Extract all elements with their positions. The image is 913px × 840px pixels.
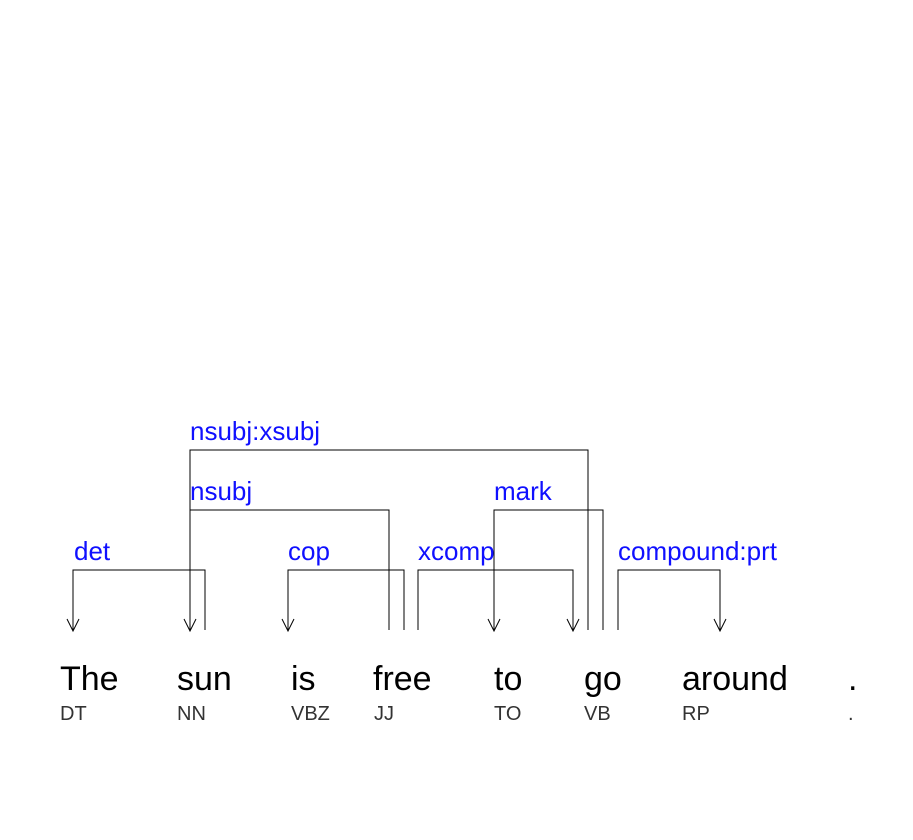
label-nsubj: nsubj [190, 476, 252, 506]
token-tag: . [848, 703, 854, 725]
token-tag: JJ [374, 703, 394, 725]
token-word: free [373, 660, 432, 698]
token-tag: VB [584, 703, 611, 725]
token-tag: VBZ [291, 703, 330, 725]
token-tag: DT [60, 703, 87, 725]
arrowhead-cop [281, 618, 295, 633]
arc-cop [287, 569, 405, 630]
arc-nsubj [189, 509, 390, 630]
token-word: go [584, 660, 622, 698]
arc-nsubj-xsubj [189, 449, 589, 630]
arrowhead-compound-prt [713, 618, 727, 633]
arrowhead-nsubj [183, 618, 197, 633]
dependency-arcs [66, 449, 727, 633]
label-det: det [74, 536, 111, 566]
token-tag: NN [177, 703, 206, 725]
token-word: . [848, 660, 857, 698]
arrowhead-mark [487, 618, 501, 633]
label-nsubj-xsubj: nsubj:xsubj [190, 416, 320, 446]
arc-det [72, 569, 206, 630]
token-word: is [291, 660, 316, 698]
token-word: sun [177, 660, 232, 698]
dependency-labels: det cop xcomp compound:prt nsubj mark ns… [74, 416, 778, 566]
token-word: to [494, 660, 522, 698]
label-compound-prt: compound:prt [618, 536, 778, 566]
label-xcomp: xcomp [418, 536, 495, 566]
token-tag: TO [494, 703, 521, 725]
tokens: The DT sun NN is VBZ free JJ to TO go VB… [60, 660, 857, 725]
arrowhead-xcomp [566, 618, 580, 633]
token-tag: RP [682, 703, 710, 725]
label-mark: mark [494, 476, 553, 506]
arc-compound-prt [617, 569, 721, 630]
arc-mark [493, 509, 604, 630]
token-word: The [60, 660, 119, 698]
label-cop: cop [288, 536, 330, 566]
arc-xcomp [417, 569, 574, 630]
token-word: around [682, 660, 788, 698]
arrowhead-det [66, 618, 80, 633]
